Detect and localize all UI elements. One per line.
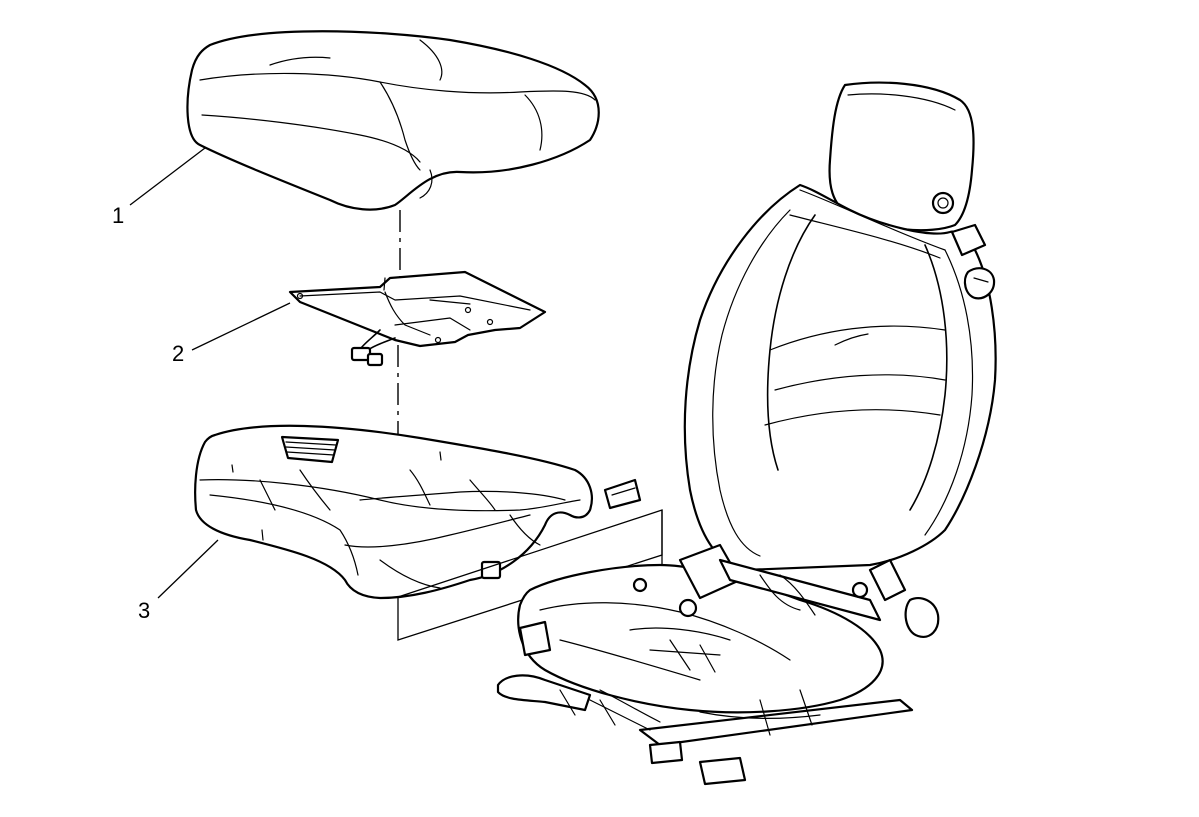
part-3-seat-cushion-pad <box>194 424 593 600</box>
assembled-seat <box>496 81 997 786</box>
callout-label-3: 3 <box>138 598 151 623</box>
part-1-seat-cushion-cover <box>186 30 600 211</box>
callout-label-2: 2 <box>172 341 185 366</box>
part-2-occupant-sensor-mat <box>288 270 547 367</box>
callout-leaders <box>129 147 291 599</box>
callout-label-1: 1 <box>112 203 125 228</box>
